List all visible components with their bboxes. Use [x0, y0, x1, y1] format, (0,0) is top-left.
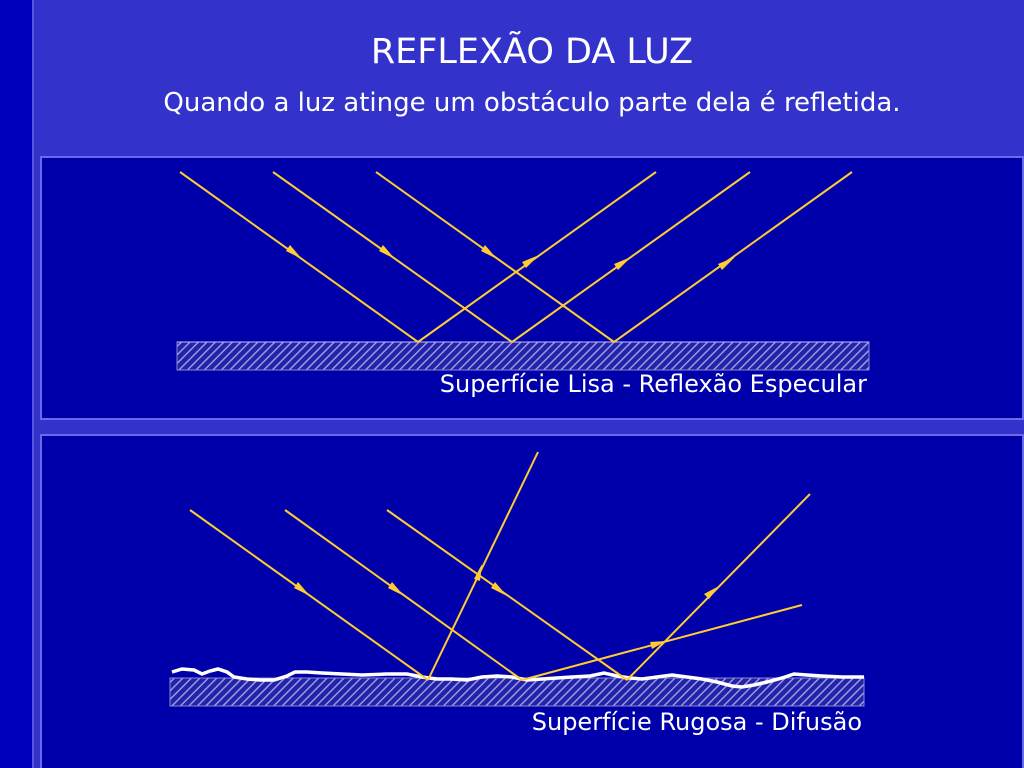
incident-ray-2 — [284, 509, 523, 681]
arrowhead-reflected-2 — [614, 257, 631, 270]
scattered-ray-3 — [626, 493, 811, 681]
slide-subtitle: Quando a luz atinge um obstáculo parte d… — [163, 88, 901, 118]
arrowhead-incident-3 — [491, 582, 507, 596]
arrowhead-incident-2 — [388, 582, 404, 596]
diffuse-caption: Superfície Rugosa - Difusão — [531, 708, 862, 736]
diffuse-reflection-diagram — [169, 451, 865, 707]
arrowhead-scattered-1 — [474, 564, 482, 581]
scattered-ray-1 — [427, 451, 539, 681]
arrowhead-reflected-1 — [522, 255, 539, 268]
left-accent-bar — [0, 0, 34, 768]
arrowhead-reflected-3 — [718, 257, 735, 270]
arrowhead-incident-1 — [286, 245, 302, 259]
specular-caption: Superfície Lisa - Reflexão Especular — [439, 370, 867, 398]
rough-surface — [169, 677, 865, 707]
slide-title: REFLEXÃO DA LUZ — [370, 32, 694, 72]
arrowhead-incident-3 — [481, 245, 497, 259]
specular-reflection-panel: Superfície Lisa - Reflexão Especular — [40, 156, 1024, 420]
diffuse-reflection-panel: Superfície Rugosa - Difusão — [40, 434, 1024, 768]
arrowhead-scattered-2 — [650, 641, 666, 649]
specular-reflection-diagram — [176, 171, 870, 371]
arrowhead-incident-2 — [379, 245, 395, 259]
smooth-surface — [176, 341, 870, 371]
arrowhead-incident-1 — [294, 582, 310, 596]
rough-surface-edge — [171, 667, 864, 689]
incident-ray-3 — [386, 509, 628, 681]
arrowhead-scattered-3 — [704, 586, 719, 599]
reflected-ray-3 — [613, 171, 853, 343]
